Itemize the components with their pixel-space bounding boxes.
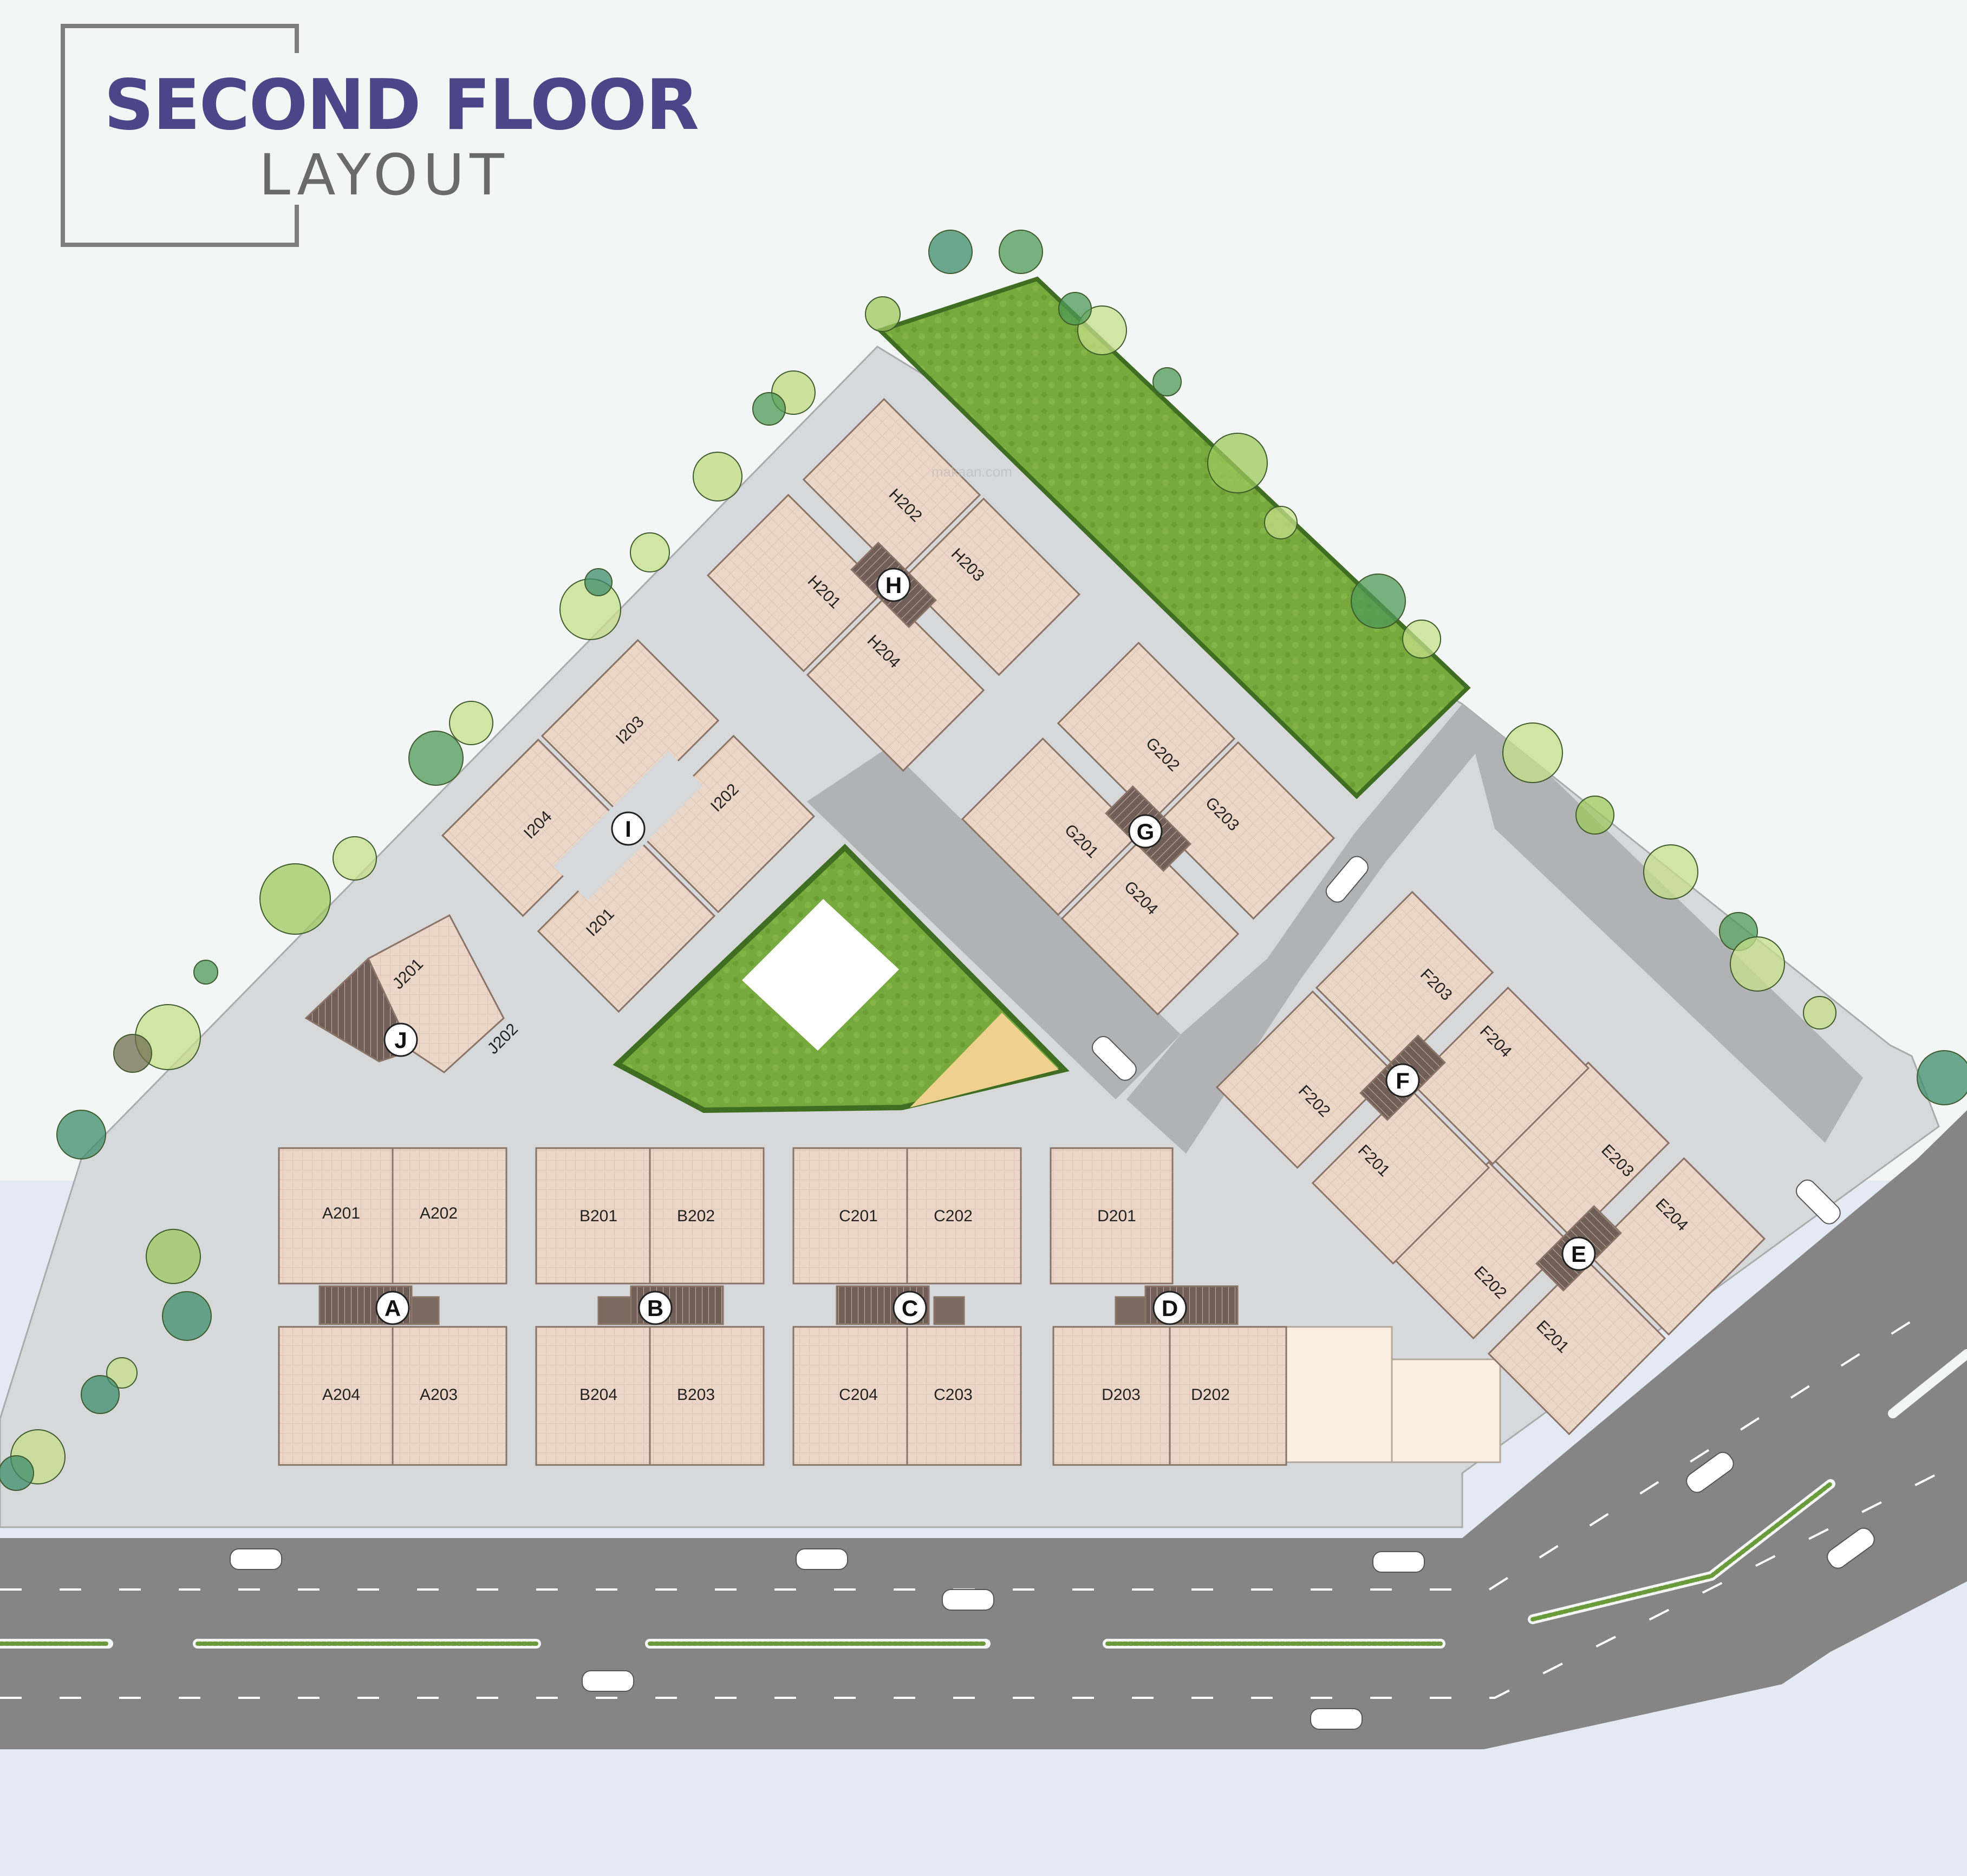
unit-label: A204 xyxy=(322,1386,360,1404)
sand-play-area xyxy=(910,1013,1059,1108)
tower-marker-h: H xyxy=(876,568,911,602)
tower-a xyxy=(278,1147,507,1466)
tower-markers: A B C D E F G H I J xyxy=(375,568,1596,1325)
tower-marker-b: B xyxy=(638,1291,673,1325)
unit-label: C201 xyxy=(839,1207,878,1225)
internal-road-east xyxy=(1462,704,1863,1143)
tower-marker-label: D xyxy=(1162,1295,1178,1321)
tower-e xyxy=(1391,1061,1766,1436)
tower-marker-d: D xyxy=(1152,1291,1187,1325)
unit-label: B204 xyxy=(579,1386,617,1404)
cars xyxy=(230,856,1875,1730)
tower-b xyxy=(535,1147,765,1466)
tower-marker-label: B xyxy=(647,1295,663,1321)
tower-marker-c: C xyxy=(893,1291,927,1325)
page-title: SECOND FLOOR xyxy=(104,65,699,146)
tower-marker-label: J xyxy=(394,1027,407,1053)
page-subtitle: LAYOUT xyxy=(259,142,510,208)
unit-label: D203 xyxy=(1102,1386,1141,1404)
unit-label: C204 xyxy=(839,1386,878,1404)
internal-road-south xyxy=(1126,704,1489,1154)
tower-d xyxy=(1050,1147,1287,1466)
swimming-pool xyxy=(742,899,899,1051)
common-pavement xyxy=(1391,1358,1501,1463)
perimeter-trees xyxy=(0,230,1967,1491)
unit-label: B201 xyxy=(579,1207,617,1225)
unit-label: C202 xyxy=(934,1207,973,1225)
buffer-lawn xyxy=(876,276,1471,799)
tower-marker-g: G xyxy=(1128,814,1163,849)
common-pavement xyxy=(1282,1326,1393,1463)
unit-label: B203 xyxy=(677,1386,715,1404)
tower-marker-label: I xyxy=(625,816,631,842)
tower-marker-label: E xyxy=(1571,1241,1586,1267)
unit-label: A202 xyxy=(420,1204,458,1222)
unit-label: D201 xyxy=(1097,1207,1136,1225)
internal-road-north xyxy=(807,747,1181,1099)
median-planting xyxy=(0,1482,1833,1646)
tower-marker-label: F xyxy=(1396,1068,1410,1093)
unit-label: A203 xyxy=(420,1386,458,1404)
tower-marker-label: C xyxy=(902,1295,918,1321)
unit-label: A201 xyxy=(322,1204,360,1222)
watermark: makaan.com xyxy=(932,464,1012,480)
tower-h xyxy=(706,398,1081,772)
tower-marker-f: F xyxy=(1385,1063,1420,1098)
tower-marker-e: E xyxy=(1561,1236,1596,1271)
tower-marker-a: A xyxy=(375,1291,410,1325)
tower-c xyxy=(792,1147,1022,1466)
unit-label: B202 xyxy=(677,1207,715,1225)
unit-label: C203 xyxy=(934,1386,973,1404)
title-frame xyxy=(61,24,299,247)
tower-marker-i: I xyxy=(611,811,646,846)
tower-marker-label: H xyxy=(885,572,902,598)
tower-marker-label: G xyxy=(1137,819,1155,844)
lane-markings xyxy=(0,1310,1961,1699)
unit-label: D202 xyxy=(1191,1386,1230,1404)
tower-marker-j: J xyxy=(383,1022,418,1057)
tower-marker-label: A xyxy=(385,1295,401,1321)
